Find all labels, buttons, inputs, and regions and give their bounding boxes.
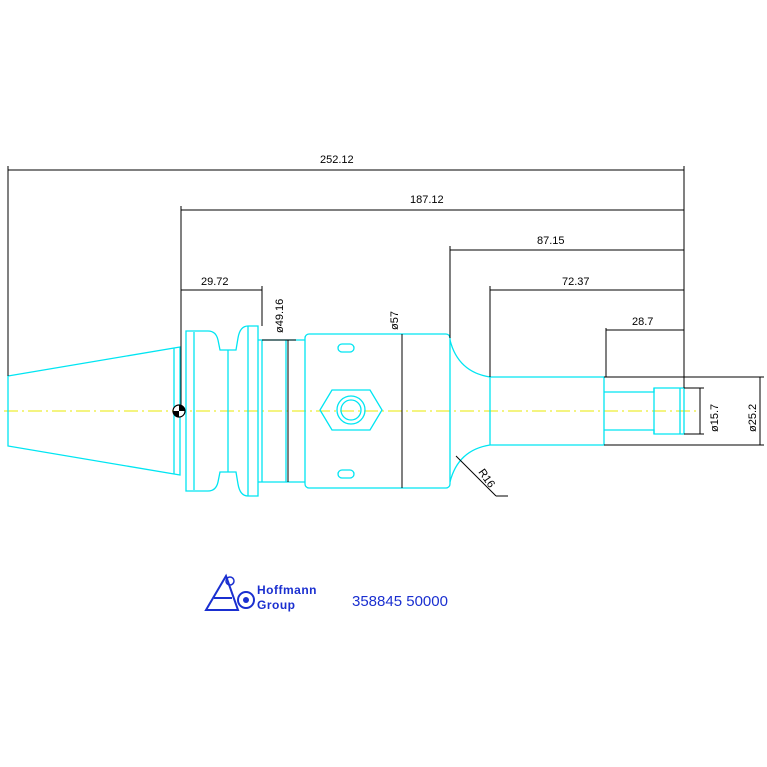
logo-line-1: Hoffmann bbox=[257, 583, 317, 597]
dim-shank-diameter: ø25.2 bbox=[747, 404, 759, 432]
dimension-lines bbox=[7, 166, 764, 497]
flange bbox=[185, 325, 259, 497]
slot-bottom bbox=[337, 469, 355, 479]
part-number: 358845 50000 bbox=[352, 593, 448, 610]
dim-body-to-nose: 87.15 bbox=[537, 235, 565, 247]
hoffmann-group-logo: Hoffmann Group bbox=[204, 573, 317, 612]
tool-holder-outline bbox=[7, 325, 685, 497]
dim-flange-width: 29.72 bbox=[201, 276, 229, 288]
dim-overall-length: 252.12 bbox=[320, 154, 354, 166]
dim-flange-diameter: ø49.16 bbox=[274, 299, 286, 333]
dim-shank-to-nose: 72.37 bbox=[562, 276, 590, 288]
logo-line-2: Group bbox=[257, 598, 296, 612]
dim-tip-diameter: ø15.7 bbox=[709, 404, 721, 432]
dim-body-diameter: ø57 bbox=[389, 311, 401, 330]
hex-screw bbox=[319, 389, 383, 431]
dim-flange-to-nose: 187.12 bbox=[410, 194, 444, 206]
dim-tip-length: 28.7 bbox=[632, 316, 653, 328]
logo-mark-icon bbox=[204, 573, 255, 611]
taper-cone bbox=[7, 346, 181, 476]
fillet bbox=[449, 339, 491, 483]
body bbox=[304, 333, 451, 489]
shank bbox=[489, 376, 605, 446]
slot-top bbox=[337, 343, 355, 353]
